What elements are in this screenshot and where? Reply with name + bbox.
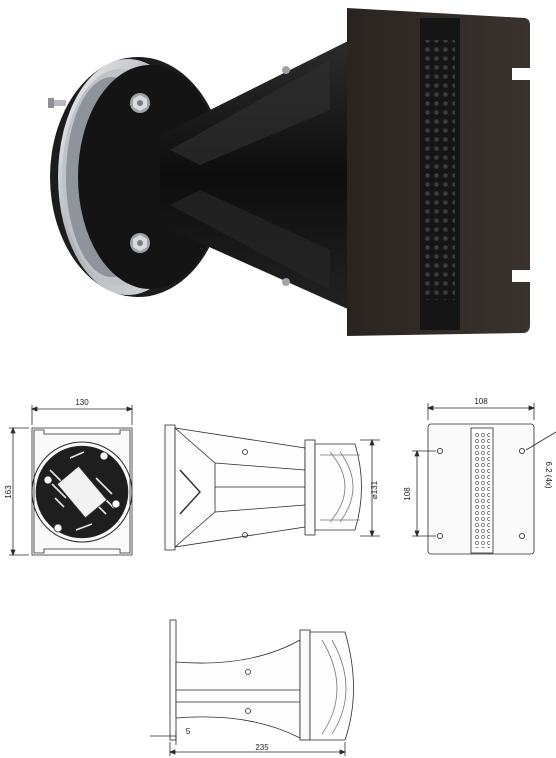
rear-width-dimension: 108: [474, 397, 488, 406]
top-view-drawing: [150, 619, 354, 756]
driver-bolt-top: [130, 93, 150, 113]
flange-thickness-dimension: 5: [186, 727, 191, 736]
horn-flange: [347, 8, 530, 336]
driver-bolt-bottom: [130, 233, 150, 253]
product-photo: [48, 8, 530, 336]
compression-driver: [50, 57, 226, 297]
horn-body: [160, 40, 373, 310]
side-view-drawing: [164, 424, 380, 551]
rear-view-drawing: [412, 403, 556, 555]
front-view-drawing: [9, 405, 134, 557]
terminal-post: [48, 98, 66, 108]
mounting-hole-dimension: 6.2 (4x): [544, 461, 553, 488]
width-dimension: 130: [75, 398, 89, 407]
rear-height-dimension: 108: [403, 487, 412, 501]
diameter-dimension: ⌀131: [370, 480, 379, 499]
height-dimension: 163: [4, 485, 13, 499]
depth-dimension: 235: [255, 743, 269, 752]
